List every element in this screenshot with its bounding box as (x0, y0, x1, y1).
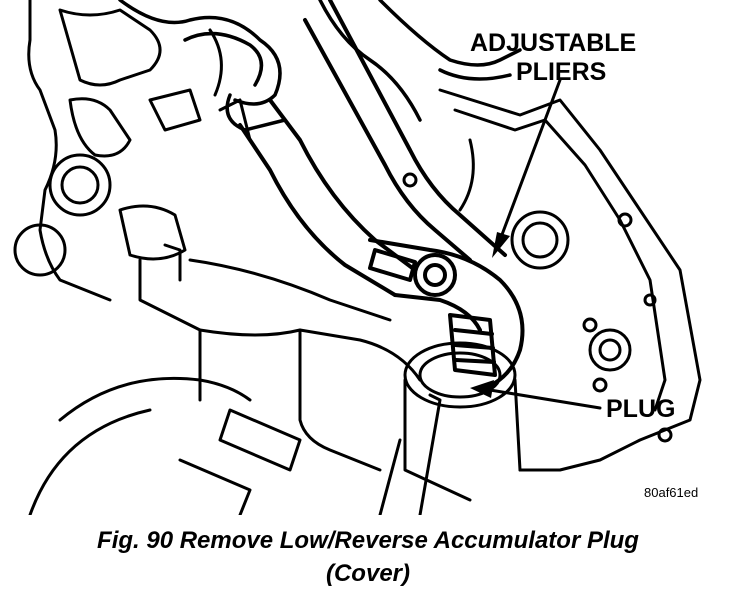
plug-label: PLUG (606, 395, 676, 423)
adjustable-pliers-drawing (238, 0, 525, 392)
pliers-leader-arrowhead (492, 232, 510, 258)
plug-leader-arrowhead (470, 380, 494, 398)
adjustable-pliers-label-line2: PLIERS (516, 58, 607, 86)
valve-body-illustration (13, 0, 702, 515)
caption-line-1: Fig. 90 Remove Low/Reverse Accumulator P… (97, 527, 639, 554)
transmission-case (402, 88, 702, 472)
valve-body-plate (13, 0, 252, 302)
callout-leaders (488, 78, 602, 410)
caption-line-2: (Cover) (325, 560, 410, 587)
figure-caption: Fig. 90 Remove Low/Reverse Accumulator P… (0, 524, 736, 590)
accumulator-bore-area (28, 243, 522, 515)
figure-id: 80af61ed (644, 485, 699, 500)
adjustable-pliers-label: ADJUSTABLE (470, 29, 637, 57)
